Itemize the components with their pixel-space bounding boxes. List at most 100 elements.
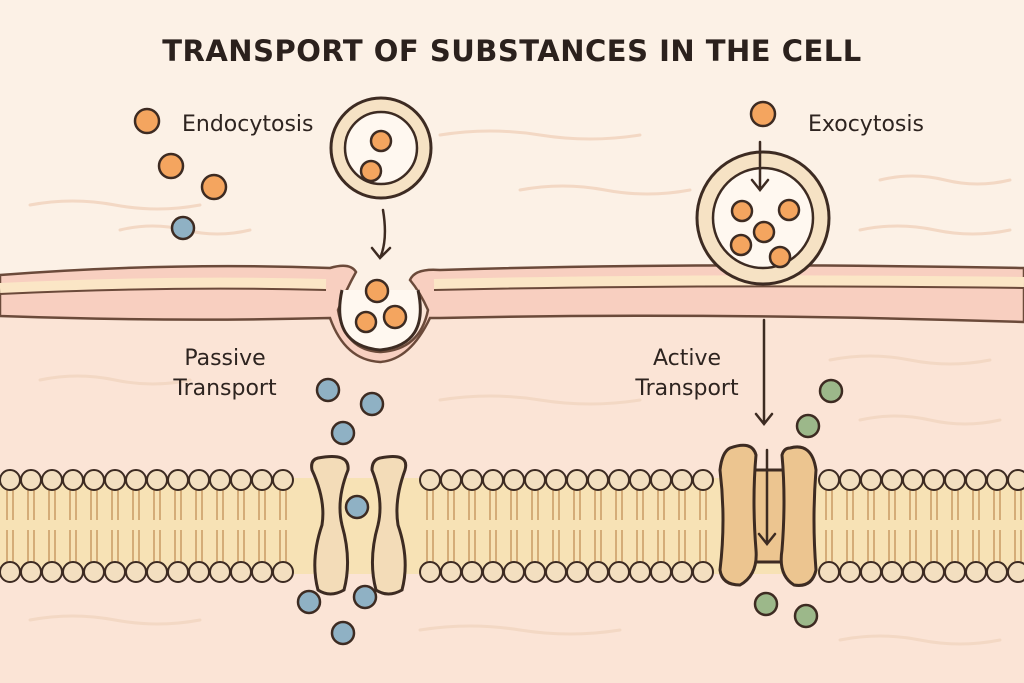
phospholipid-head [818, 561, 840, 583]
wave-decoration [828, 354, 992, 366]
orange-molecule [369, 129, 393, 153]
phospholipid-head [125, 561, 147, 583]
phospholipid-head [902, 469, 924, 491]
phospholipid-head [230, 469, 252, 491]
blue-molecule [315, 377, 341, 403]
phospholipid-head [860, 561, 882, 583]
phospholipid-head [83, 561, 105, 583]
phospholipid-head [839, 469, 861, 491]
label-line: Transport [635, 376, 739, 401]
phospholipid-head [608, 469, 630, 491]
page-title: TRANSPORT OF SUBSTANCES IN THE CELL [162, 34, 862, 68]
wave-decoration [418, 624, 622, 636]
phospholipid-head [671, 469, 693, 491]
phospholipid-head [923, 469, 945, 491]
phospholipid-head [461, 561, 483, 583]
phospholipid-head [41, 561, 63, 583]
phospholipid-head [566, 469, 588, 491]
wave-decoration [878, 174, 1012, 186]
endocytosis-pit [338, 289, 422, 352]
phospholipid-head [0, 561, 21, 583]
phospholipid-head [20, 469, 42, 491]
wave-decoration [858, 224, 1012, 236]
phospholipid-head [965, 561, 987, 583]
phospholipid-head [251, 561, 273, 583]
phospholipid-head [650, 469, 672, 491]
arrow-icon [750, 140, 770, 193]
phospholipid-head [608, 561, 630, 583]
phospholipid-head [1007, 469, 1024, 491]
phospholipid-head [839, 561, 861, 583]
phospholipid-head [419, 469, 441, 491]
phospholipid-head [1007, 561, 1024, 583]
label-exocytosis: Exocytosis [808, 112, 924, 137]
orange-molecule [354, 310, 378, 334]
phospholipid-head [818, 469, 840, 491]
phospholipid-head [671, 561, 693, 583]
wave-decoration [28, 614, 202, 626]
phospholipid-head [272, 561, 294, 583]
phospholipid-head [41, 469, 63, 491]
phospholipid-head [881, 561, 903, 583]
wave-decoration [838, 634, 1002, 646]
phospholipid-head [104, 561, 126, 583]
phospholipid-head [251, 469, 273, 491]
phospholipid-head [524, 469, 546, 491]
phospholipid-head [419, 561, 441, 583]
phospholipid-head [881, 469, 903, 491]
wave-decoration [858, 414, 1002, 426]
phospholipid-head [20, 561, 42, 583]
passive-channel-protein [310, 455, 408, 596]
green-molecule [795, 413, 821, 439]
green-molecule [793, 603, 819, 629]
phospholipid-head [62, 469, 84, 491]
phospholipid-head [965, 469, 987, 491]
phospholipid-head [524, 561, 546, 583]
label-active-transport: Active Transport [622, 344, 752, 404]
blue-molecule [330, 620, 356, 646]
phospholipid-head [167, 469, 189, 491]
orange-molecule [157, 152, 185, 180]
phospholipid-head [62, 561, 84, 583]
phospholipid-head [209, 561, 231, 583]
phospholipid-head [167, 561, 189, 583]
phospholipid-head [209, 469, 231, 491]
phospholipid-head [272, 469, 294, 491]
phospholipid-head [587, 469, 609, 491]
label-endocytosis: Endocytosis [182, 112, 314, 137]
arrow-icon [754, 318, 774, 427]
blue-molecule [330, 420, 356, 446]
label-line: Passive [184, 346, 266, 371]
phospholipid-head [986, 469, 1008, 491]
orange-molecule [730, 199, 754, 223]
label-line: Transport [173, 376, 277, 401]
wave-decoration [438, 394, 642, 406]
wave-decoration [438, 129, 642, 141]
orange-molecule [200, 173, 228, 201]
phospholipid-head [923, 561, 945, 583]
orange-molecule [752, 220, 776, 244]
label-passive-transport: Passive Transport [160, 344, 290, 404]
arrow-icon [370, 208, 392, 260]
phospholipid-head [902, 561, 924, 583]
phospholipid-head [566, 561, 588, 583]
phospholipid-head [986, 561, 1008, 583]
phospholipid-head [545, 561, 567, 583]
phospholipid-head [629, 561, 651, 583]
phospholipid-head [503, 561, 525, 583]
wave-decoration [518, 184, 692, 196]
wave-decoration [28, 199, 202, 211]
phospholipid-head [860, 469, 882, 491]
blue-molecule [352, 584, 378, 610]
orange-molecule [768, 245, 792, 269]
blue-molecule [359, 391, 385, 417]
phospholipid-head [692, 561, 714, 583]
phospholipid-head [692, 469, 714, 491]
phospholipid-head [587, 561, 609, 583]
phospholipid-head [503, 469, 525, 491]
phospholipid-head [545, 469, 567, 491]
orange-molecule [382, 304, 408, 330]
phospholipid-head [188, 469, 210, 491]
phospholipid-head [0, 469, 21, 491]
